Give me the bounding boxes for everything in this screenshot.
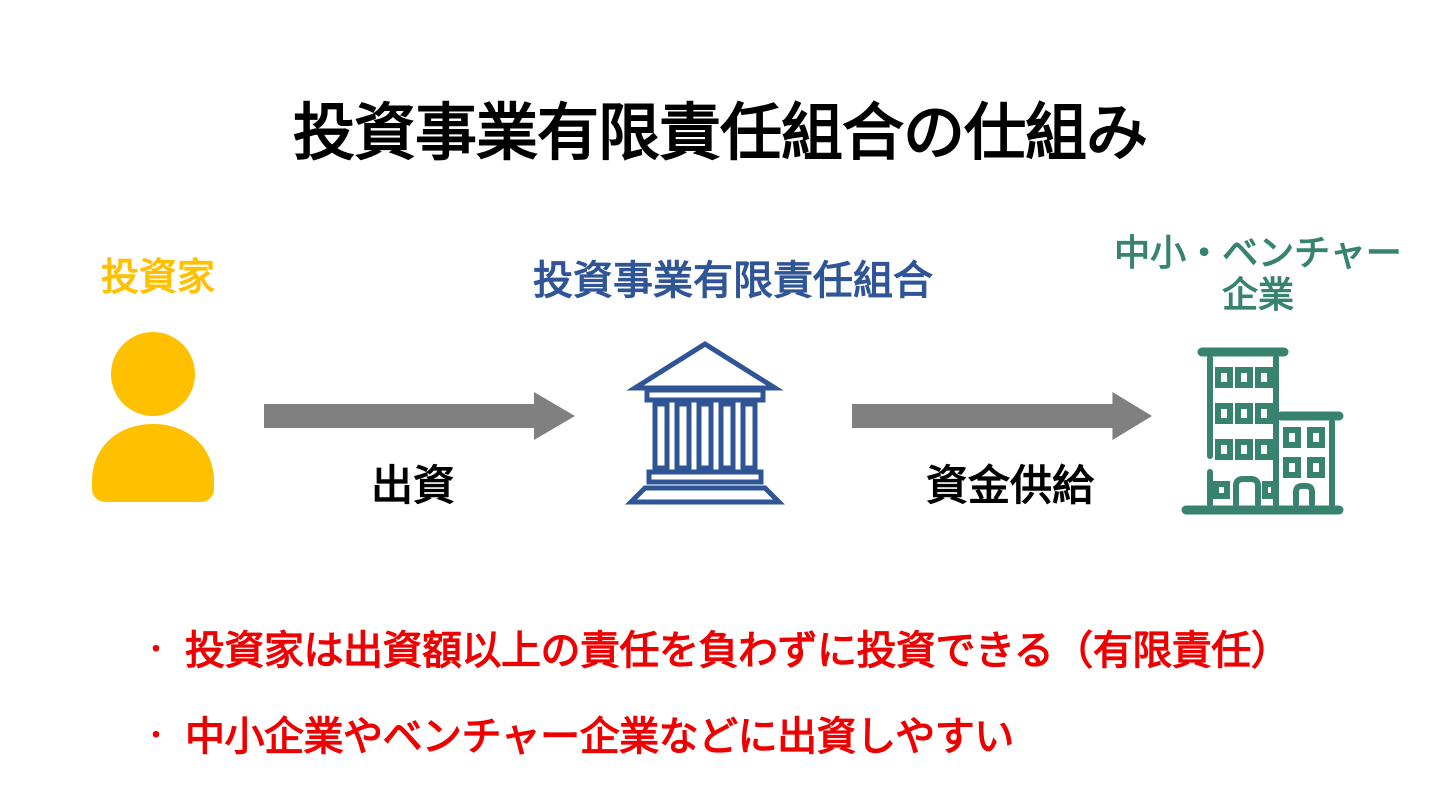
bullet-marker: ・ xyxy=(143,633,170,664)
person-icon xyxy=(78,330,228,502)
sme-label-line2: 企業 xyxy=(1221,274,1294,315)
bank-icon xyxy=(625,338,785,506)
notes-list: ・ 投資家は出資額以上の責任を負わずに投資できる（有限責任） ・ 中小企業やベン… xyxy=(143,618,1363,790)
arrow-right-icon xyxy=(852,392,1152,440)
bullet-marker: ・ xyxy=(143,719,170,750)
arrow-right-icon xyxy=(264,392,575,440)
page-title: 投資事業有限責任組合の仕組み xyxy=(292,99,1148,168)
investment-flow-label: 出資 xyxy=(370,462,455,509)
list-item: ・ 中小企業やベンチャー企業などに出資しやすい xyxy=(143,704,1363,762)
list-item: ・ 投資家は出資額以上の責任を負わずに投資できる（有限責任） xyxy=(143,618,1363,676)
funding-flow-label: 資金供給 xyxy=(925,462,1094,509)
sme-label-line1: 中小・ベンチャー xyxy=(1114,232,1402,273)
note-text-limited-liability: 投資家は出資額以上の責任を負わずに投資できる（有限責任） xyxy=(185,629,1291,673)
investor-label: 投資家 xyxy=(100,257,215,299)
partnership-label: 投資事業有限責任組合 xyxy=(533,259,933,303)
buildings-icon xyxy=(1180,336,1345,518)
sme-label: 中小・ベンチャー 企業 xyxy=(1083,232,1433,316)
note-text-easy-investment: 中小企業やベンチャー企業などに出資しやすい xyxy=(185,715,1014,759)
